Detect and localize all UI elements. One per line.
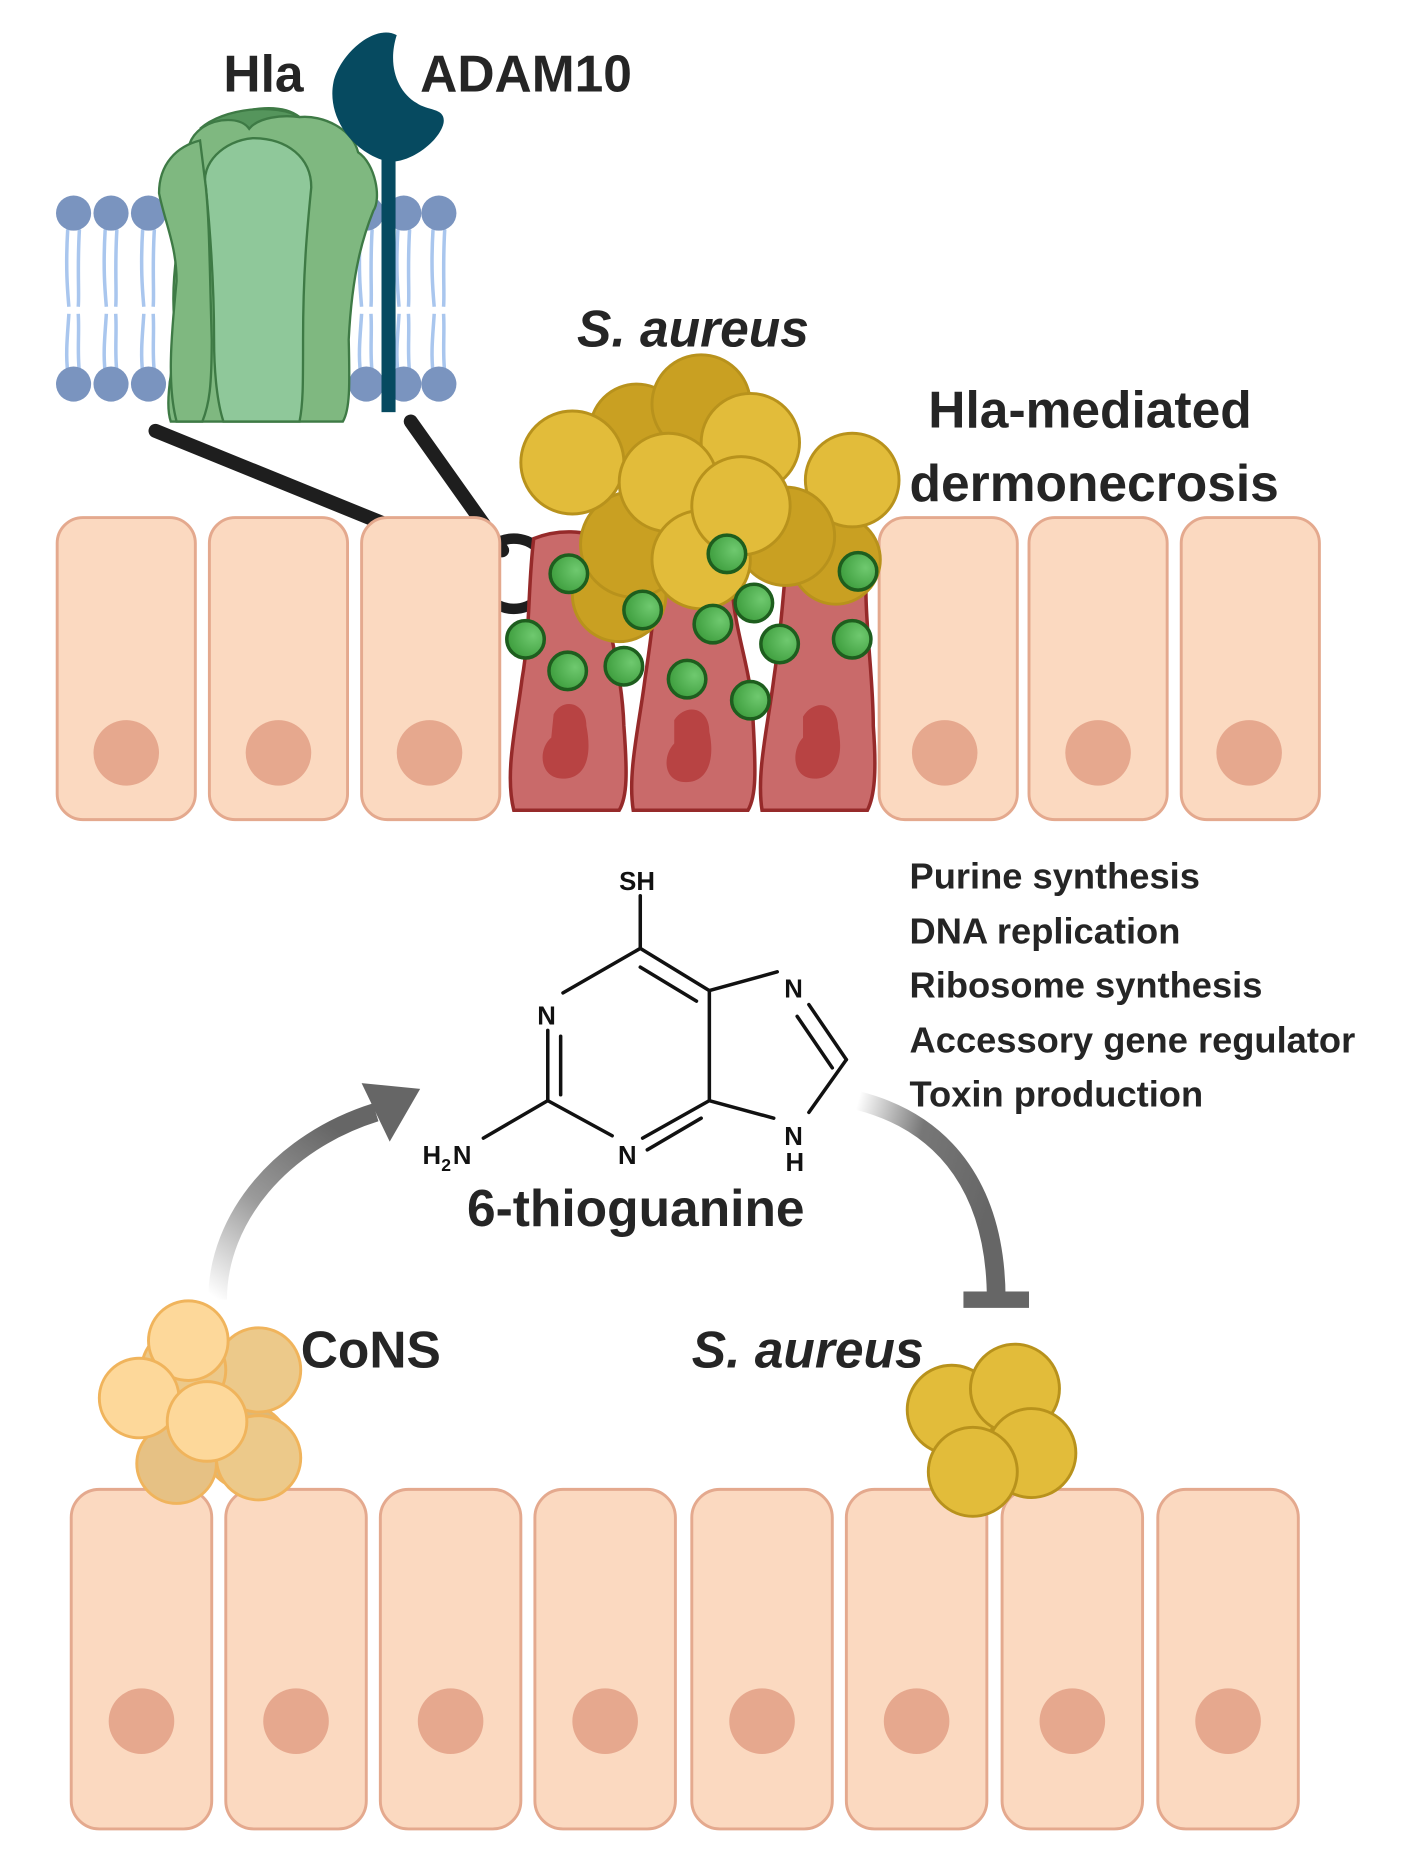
- atom-sh: SH: [619, 868, 655, 896]
- skin-cell: [533, 1487, 677, 1831]
- target-item: DNA replication: [910, 911, 1181, 952]
- hla-toxin-particles: [505, 533, 879, 721]
- outcome-label-line2: dermonecrosis: [910, 454, 1279, 512]
- molecule-name: 6-thioguanine: [467, 1179, 805, 1237]
- s-aureus-label-top: S. aureus: [577, 300, 809, 358]
- target-item: Purine synthesis: [910, 856, 1200, 897]
- hla-pore-icon: [157, 107, 379, 423]
- cons-cluster: [97, 1299, 303, 1505]
- atom-n7: N: [784, 976, 803, 1004]
- lipid: [130, 195, 167, 402]
- atom-n1: N: [537, 1003, 556, 1031]
- atom-n9: N: [784, 1123, 803, 1151]
- skin-cell: [207, 516, 350, 822]
- skin-cell: [360, 516, 502, 822]
- skin-cell: [55, 516, 197, 822]
- outcome-label-line1: Hla-mediated: [928, 380, 1251, 438]
- atom-n3: N: [618, 1142, 637, 1170]
- cons-label: CoNS: [301, 1321, 441, 1379]
- inhibition-arrow-icon: [855, 1091, 1030, 1308]
- production-arrow-icon: [208, 1083, 421, 1300]
- hla-label: Hla: [223, 44, 304, 102]
- atom-amine-h: H: [422, 1142, 441, 1170]
- s-aureus-cluster-bottom: [905, 1342, 1078, 1518]
- target-item: Accessory gene regulator: [910, 1020, 1356, 1061]
- skin-cell: [224, 1487, 368, 1831]
- target-item: Ribosome synthesis: [910, 965, 1263, 1006]
- lipid: [93, 195, 129, 402]
- lipid: [421, 195, 457, 402]
- target-item: Toxin production: [910, 1073, 1204, 1114]
- skin-cell: [69, 1487, 214, 1831]
- skin-cell: [844, 1487, 989, 1831]
- target-pathways-list: Purine synthesis DNA replication Ribosom…: [910, 856, 1356, 1115]
- thioguanine-structure: SH N N N N H H 2 N: [422, 868, 849, 1177]
- lipid: [56, 195, 92, 402]
- skin-cell: [877, 516, 1019, 822]
- adam10-label: ADAM10: [420, 44, 632, 102]
- skin-cell: [1000, 1487, 1145, 1831]
- top-skin-layer: [55, 516, 1321, 822]
- atom-amine-sub: 2: [441, 1155, 451, 1175]
- adam10-receptor-icon: [332, 32, 444, 413]
- skin-cell: [690, 1487, 834, 1831]
- s-aureus-label-bottom: S. aureus: [692, 1321, 924, 1379]
- s-aureus-cluster-top: [519, 353, 901, 644]
- skin-cell: [1179, 516, 1321, 822]
- bottom-skin-layer: [69, 1487, 1300, 1831]
- skin-cell: [1156, 1487, 1300, 1831]
- atom-amine-n: N: [453, 1142, 472, 1170]
- skin-cell: [1027, 516, 1169, 822]
- skin-cell: [378, 1487, 523, 1831]
- atom-n9-h: H: [785, 1149, 804, 1177]
